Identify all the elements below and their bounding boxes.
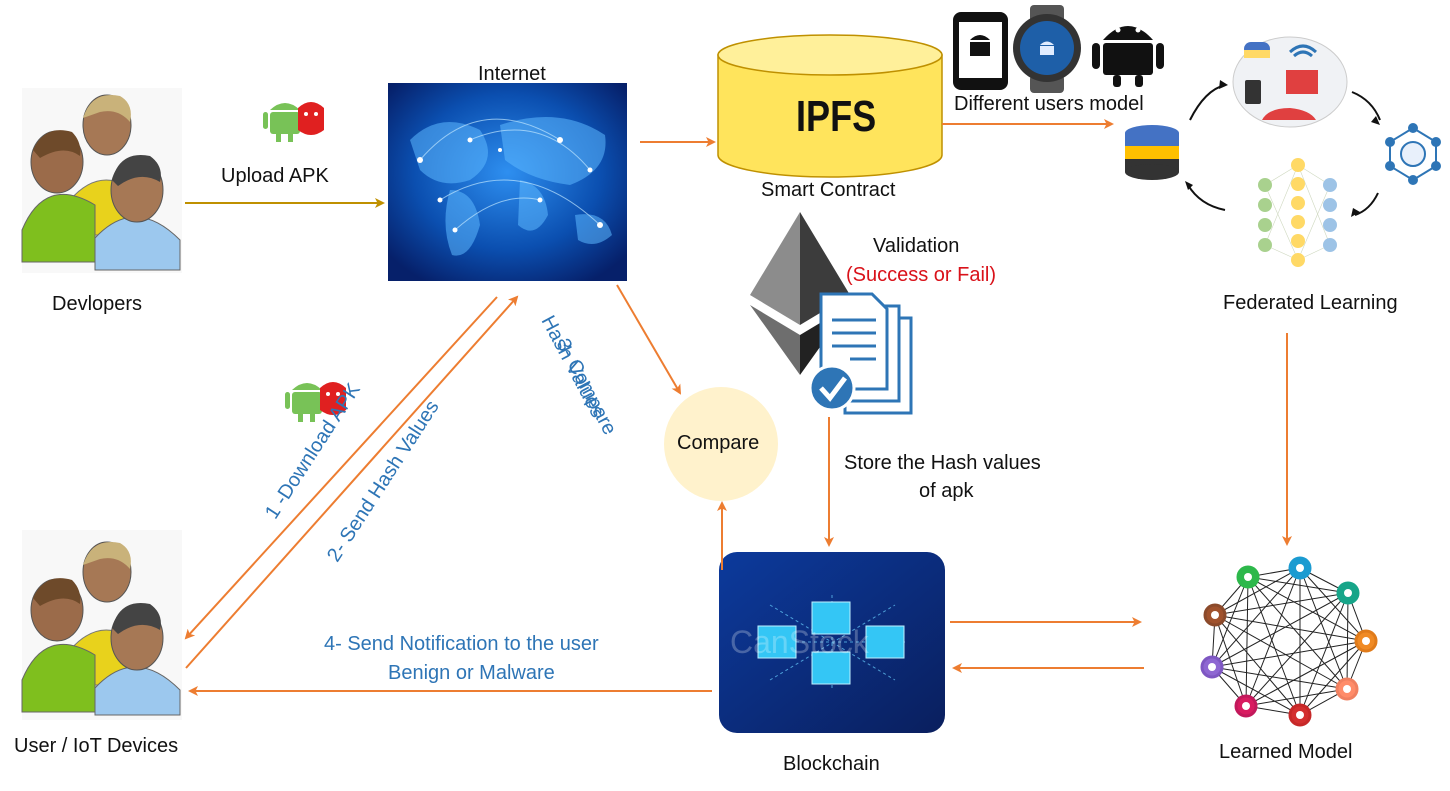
blockchain-image — [719, 552, 945, 733]
compare-label: Compare — [677, 432, 760, 454]
internet-globe-image — [388, 83, 627, 281]
users-label: User / IoT Devices — [14, 735, 179, 757]
ipfs-cylinder — [717, 34, 943, 178]
watermark-text: CanStock — [730, 624, 869, 660]
android-malware-icon-2 — [285, 382, 346, 422]
store-hash-label-2: of apk — [919, 480, 974, 502]
federated-learning-cycle — [1125, 36, 1441, 267]
validation-status-label: (Success or Fail) — [846, 264, 997, 286]
ipfs-label: IPFS — [796, 92, 877, 141]
developers-label: Devlopers — [52, 293, 143, 315]
upload-apk-label: Upload APK — [221, 165, 329, 187]
validation-label: Validation — [873, 235, 960, 257]
send-hash-arrow — [185, 295, 519, 669]
android-robot-icon — [1092, 26, 1164, 87]
smart-contract-label: Smart Contract — [761, 179, 896, 201]
developers-icon — [21, 88, 182, 273]
internet-label: Internet — [478, 63, 546, 85]
smartwatch-icon — [1013, 5, 1081, 93]
phone-icon — [953, 12, 1008, 90]
notification-label-1: 4- Send Notification to the user — [324, 633, 599, 655]
learned-model-graph — [1200, 556, 1378, 727]
federated-learning-label: Federated Learning — [1223, 292, 1398, 314]
users-icon — [21, 530, 182, 720]
internet-to-compare-arrow — [616, 284, 682, 395]
store-hash-label-1: Store the Hash values — [844, 452, 1041, 474]
android-malware-icon — [263, 102, 324, 142]
download-arrow — [184, 296, 498, 640]
blockchain-label: Blockchain — [783, 753, 880, 775]
users-model-label: Different users model — [954, 93, 1144, 115]
notification-label-2: Benign or Malware — [388, 662, 555, 684]
document-check-icon — [808, 292, 913, 415]
compare-circle — [664, 387, 778, 501]
learned-model-label: Learned Model — [1219, 741, 1353, 763]
